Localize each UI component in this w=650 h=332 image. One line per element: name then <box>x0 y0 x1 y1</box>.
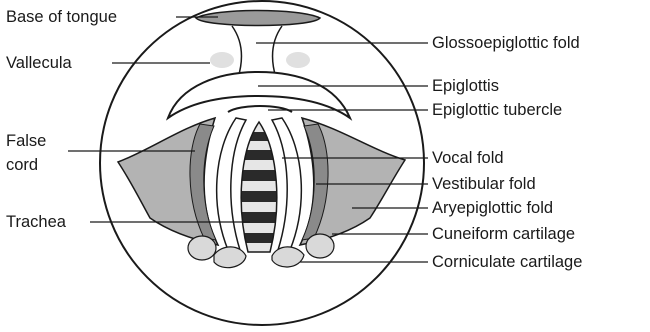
label-false-cord-line1: False <box>6 132 46 150</box>
label-epiglottis: Epiglottis <box>432 77 499 95</box>
label-epiglottic-tubercle: Epiglottic tubercle <box>432 101 562 119</box>
label-trachea: Trachea <box>6 213 67 231</box>
label-cuneiform-cartilage: Cuneiform cartilage <box>432 225 575 243</box>
base-of-tongue-shape <box>196 11 320 26</box>
right-cuneiform-cartilage-shape <box>306 234 334 258</box>
label-corniculate-cartilage: Corniculate cartilage <box>432 253 582 271</box>
label-aryepiglottic-fold: Aryepiglottic fold <box>432 199 553 217</box>
label-base-of-tongue: Base of tongue <box>6 8 117 26</box>
label-vocal-fold: Vocal fold <box>432 149 504 167</box>
label-vallecula: Vallecula <box>6 54 73 72</box>
label-glossoepiglottic-fold: Glossoepiglottic fold <box>432 34 580 52</box>
vallecula-shading <box>210 52 234 68</box>
vallecula-shading-right <box>286 52 310 68</box>
label-vestibular-fold: Vestibular fold <box>432 175 536 193</box>
left-cuneiform-cartilage-shape <box>188 236 216 260</box>
label-false-cord-line2: cord <box>6 156 38 174</box>
